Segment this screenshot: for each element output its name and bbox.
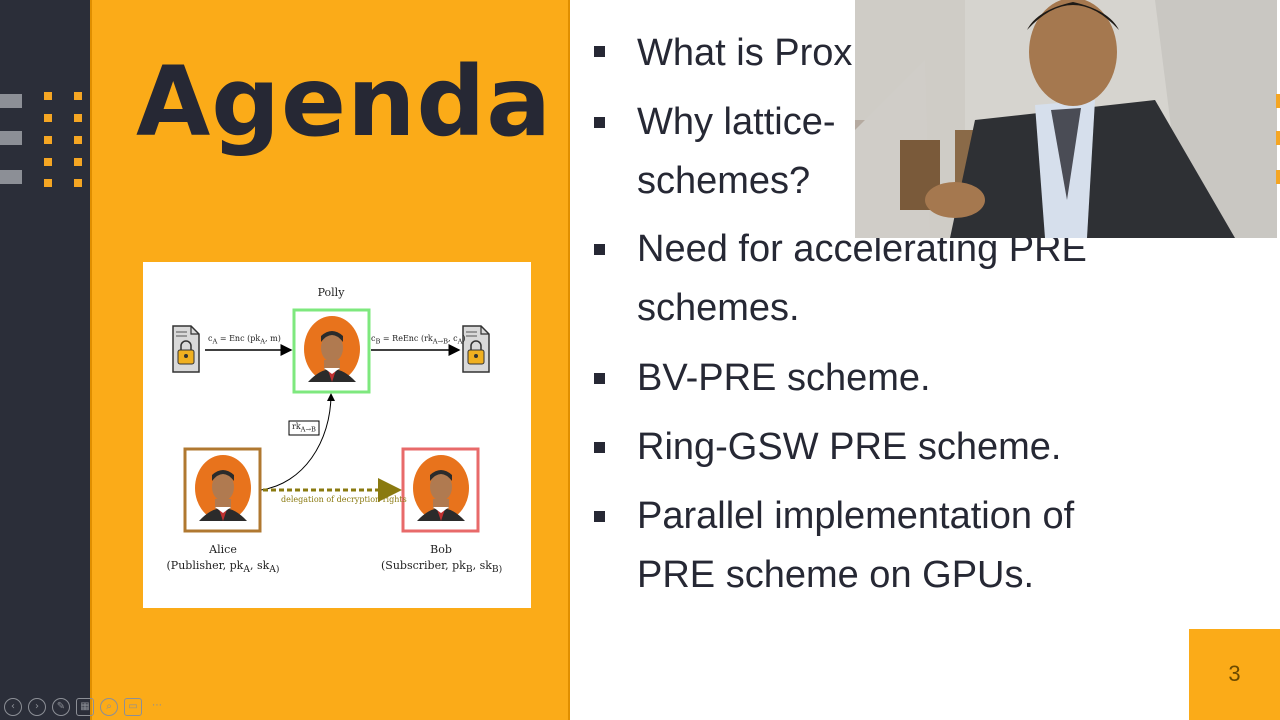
pre-diagram: Polly cA = Enc (pkA, m) cB = ReEnc (rkA→…	[143, 262, 531, 608]
reenc-label: cB = ReEnc (rkA→B, cA)	[371, 334, 466, 346]
agenda-item-text: schemes?	[637, 160, 811, 202]
bullet-marker-icon	[594, 117, 605, 128]
alice-avatar	[183, 447, 262, 533]
lock-document-icon-right	[462, 325, 490, 373]
previous-icon[interactable]: ‹	[4, 698, 22, 716]
page-number-box: 3	[1189, 629, 1280, 720]
bob-label: Bob	[430, 543, 452, 556]
presenter-video-frame	[855, 0, 1277, 238]
delegation-label: delegation of decryption rights	[281, 495, 407, 504]
lock-document-icon-left	[172, 325, 200, 373]
agenda-item-text: BV-PRE scheme.	[637, 357, 931, 399]
rk-label: rkA→B	[292, 422, 316, 434]
slide-title: Agenda	[136, 46, 552, 158]
bob-avatar	[401, 447, 480, 533]
pen-icon[interactable]: ✎	[52, 698, 70, 716]
slides-icon[interactable]: ▦	[76, 698, 94, 716]
bullet-marker-icon	[594, 442, 605, 453]
bullet-marker-icon	[594, 46, 605, 57]
polly-avatar	[292, 308, 371, 394]
next-icon[interactable]: ›	[28, 698, 46, 716]
bullet-marker-icon	[594, 373, 605, 384]
agenda-item-text: What is Prox	[637, 32, 853, 74]
bob-role: (Subscriber, pkB, skB)	[381, 559, 503, 576]
agenda-item-text: schemes.	[637, 287, 800, 329]
agenda-item-text: Why lattice-	[637, 101, 836, 143]
enc-label: cA = Enc (pkA, m)	[208, 334, 281, 346]
slideshow-controls: ‹ › ✎ ▦ ⌕ ▭ ⋯	[0, 696, 200, 720]
agenda-item-text: PRE scheme on GPUs.	[637, 554, 1035, 596]
subtitles-icon[interactable]: ▭	[124, 698, 142, 716]
more-icon[interactable]: ⋯	[152, 700, 162, 711]
bullet-marker-icon	[594, 244, 605, 255]
polly-label: Polly	[317, 286, 345, 299]
zoom-icon[interactable]: ⌕	[100, 698, 118, 716]
pre-diagram-graphics	[172, 308, 490, 533]
presenter-webcam	[855, 0, 1277, 238]
page-number: 3	[1228, 661, 1241, 686]
alice-label: Alice	[209, 543, 237, 556]
bullet-marker-icon	[594, 511, 605, 522]
agenda-item-text: Parallel implementation of	[637, 495, 1075, 537]
alice-role: (Publisher, pkA, skA)	[166, 559, 280, 576]
left-decoration-strip	[0, 0, 90, 720]
agenda-item-text: Ring-GSW PRE scheme.	[637, 426, 1062, 468]
